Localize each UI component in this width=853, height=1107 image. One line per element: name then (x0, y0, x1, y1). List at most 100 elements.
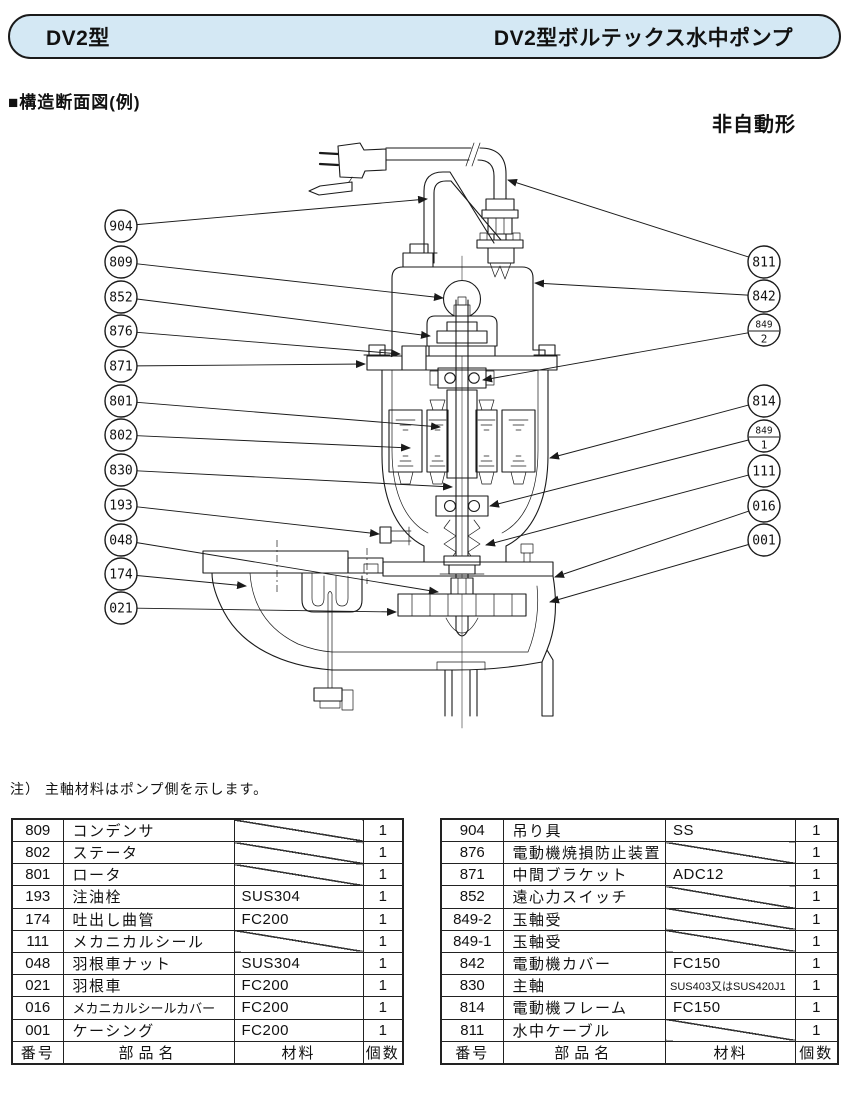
cell-name: 羽根車ナット (62, 951, 235, 976)
capacitor (442, 279, 482, 319)
cell-mat: SUS403又はSUS420J1 (665, 974, 797, 998)
callout-048: 048 (104, 523, 439, 595)
oil-plug (379, 526, 412, 546)
header-cell-no: 番号 (11, 1040, 64, 1065)
header-cell-no: 番号 (440, 1040, 504, 1065)
pump-drawing (202, 142, 561, 729)
cell-mat (665, 1018, 797, 1042)
cell-qty: 1 (362, 840, 404, 865)
upper-ball-bearing (429, 367, 495, 389)
plug-prong (318, 151, 340, 156)
callout-842: 842 (534, 279, 781, 313)
ground-lug (308, 181, 353, 196)
cell-no: 871 (440, 863, 504, 887)
cell-no: 811 (440, 1018, 504, 1042)
cell-name: 玉軸受 (502, 907, 667, 931)
cell-no: 802 (11, 840, 64, 865)
svg-text:842: 842 (752, 290, 775, 305)
cell-mat (665, 885, 797, 909)
cell-qty: 1 (795, 996, 839, 1020)
cell-mat: FC200 (233, 974, 364, 998)
header-cell-qty: 個数 (795, 1040, 839, 1065)
cell-no: 876 (440, 840, 504, 865)
cell-name: 玉軸受 (502, 929, 667, 953)
callout-021: 021 (104, 591, 397, 625)
cell-qty: 1 (795, 818, 839, 842)
cell-no: 174 (11, 907, 64, 931)
cell-mat (665, 929, 797, 953)
callout-814: 814 (549, 384, 781, 460)
cell-no: 830 (440, 974, 504, 998)
cell-no: 801 (11, 863, 64, 887)
submersible-cable (385, 142, 507, 200)
motor-protector (401, 345, 427, 371)
callout-809: 809 (104, 245, 444, 301)
centrifugal-switch (426, 296, 498, 357)
pump-cross-section-diagram: 9048098528768718018028301930481740218118… (104, 142, 781, 729)
svg-text:814: 814 (752, 395, 776, 410)
cell-mat: FC200 (233, 996, 364, 1020)
lifting-handle (402, 171, 502, 268)
cell-qty: 1 (362, 863, 404, 887)
cell-no: 842 (440, 951, 504, 976)
header-cell-mat: 材料 (233, 1040, 364, 1065)
svg-text:811: 811 (752, 256, 775, 271)
cell-mat (233, 929, 364, 953)
cell-no: 001 (11, 1018, 64, 1042)
motor-frame (381, 369, 549, 563)
cell-no: 016 (11, 996, 64, 1020)
cell-no: 021 (11, 974, 64, 998)
cell-name: 注油栓 (62, 885, 235, 909)
cell-name: 中間ブラケット (502, 863, 667, 887)
cell-no: 809 (11, 818, 64, 842)
callout-801: 801 (104, 384, 441, 431)
cell-qty: 1 (795, 929, 839, 953)
callout-871: 871 (104, 349, 366, 383)
svg-text:001: 001 (752, 534, 775, 549)
svg-text:809: 809 (109, 256, 132, 271)
cell-qty: 1 (362, 996, 404, 1020)
stator-windings (388, 399, 536, 485)
impeller-nut (445, 577, 479, 637)
cell-no: 852 (440, 885, 504, 909)
cell-name: 吊り具 (502, 818, 667, 842)
svg-text:802: 802 (109, 429, 132, 444)
cell-name: 吐出し曲管 (62, 907, 235, 931)
callout-811: 811 (507, 178, 781, 279)
cell-no: 849-1 (440, 929, 504, 953)
seal-cover (363, 543, 554, 577)
callout-174: 174 (104, 557, 247, 591)
lower-ball-bearing (435, 495, 489, 517)
callout-016: 016 (554, 489, 781, 578)
callout-193: 193 (104, 488, 380, 537)
callout-111: 111 (485, 454, 781, 547)
callout-830: 830 (104, 453, 453, 491)
cell-name: メカニカルシール (62, 929, 235, 953)
svg-text:021: 021 (109, 602, 132, 617)
cell-mat: FC200 (233, 907, 364, 931)
main-shaft (455, 299, 469, 595)
cell-name: 電動機フレーム (502, 996, 667, 1020)
product-title: DV2型ボルテックス水中ポンプ (493, 26, 793, 50)
header-cell-name: 部品名 (502, 1040, 667, 1065)
cell-qty: 1 (362, 1018, 404, 1042)
svg-text:174: 174 (109, 568, 133, 583)
svg-text:1: 1 (761, 439, 768, 452)
